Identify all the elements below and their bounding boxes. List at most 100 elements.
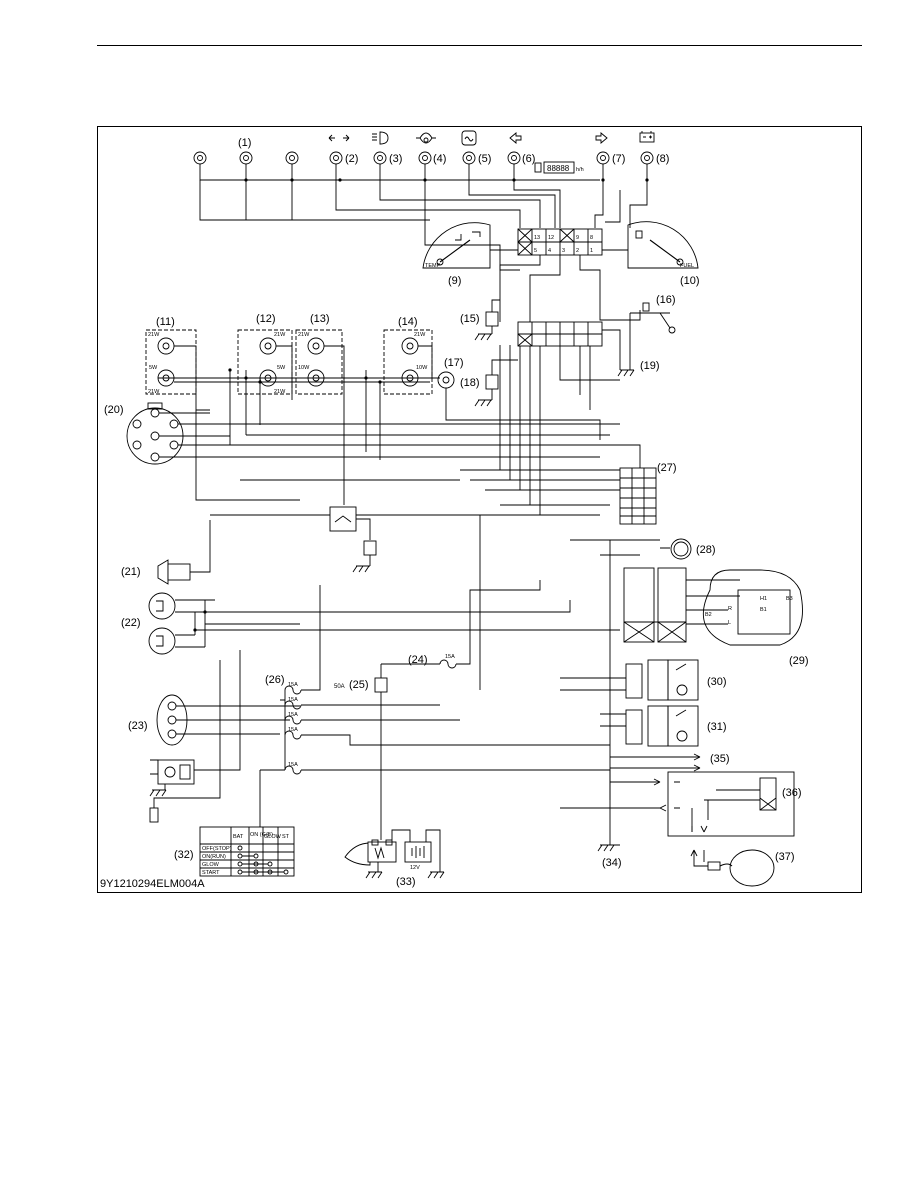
lamp12-mid-rating: 5W: [277, 365, 286, 371]
fuse-24: 15A: [439, 580, 541, 669]
main-fuse-25: 50A: [334, 663, 440, 840]
glow-plug-terminal: [149, 660, 221, 823]
lamp-1b: [239, 151, 253, 165]
license-lamp-17: [437, 371, 455, 389]
callout-24: (24): [408, 654, 428, 666]
callout-15: (15): [460, 313, 480, 325]
callout-3: (3): [389, 153, 402, 165]
fuel-sender-16: [617, 302, 676, 377]
svg-text:9: 9: [576, 235, 579, 241]
callout-1: (1): [238, 137, 251, 149]
glow-plug-icon: [461, 130, 477, 146]
turn-left-icon: [509, 132, 522, 144]
hour-meter-digits: 88888: [547, 164, 570, 173]
col-bat: BAT: [233, 834, 244, 840]
switch-31: [600, 705, 699, 747]
callout-13: (13): [310, 313, 330, 325]
relay-b3: B3: [786, 596, 793, 602]
hour-meter: 88888 h/h: [534, 161, 584, 174]
callout-32: (32): [174, 849, 194, 861]
callout-20: (20): [104, 404, 124, 416]
rear-lamp-wires: [158, 345, 601, 505]
callout-27: (27): [657, 462, 677, 474]
fuse-block-26: 15A 15A 15A 15A 15A: [259, 585, 611, 830]
sensor-15: [474, 299, 500, 341]
sensor-18: [474, 359, 518, 407]
page-header-rule: [97, 45, 862, 46]
relay-l: L: [728, 620, 731, 626]
row-off: OFF(STOP): [202, 846, 232, 852]
ground-bus-34: [560, 540, 701, 852]
callout-17: (17): [444, 357, 464, 369]
callout-21: (21): [121, 566, 141, 578]
callout-4: (4): [433, 153, 446, 165]
col-on: ON (G/B): [250, 832, 273, 838]
rear-lamp-14: 21W 10W: [383, 329, 433, 395]
callout-33: (33): [396, 876, 416, 888]
callout-30: (30): [707, 676, 727, 688]
harness-connector: [517, 321, 603, 347]
callout-9: (9): [448, 275, 461, 287]
fuse26-2: 15A: [288, 697, 298, 703]
col-st: ST: [282, 834, 290, 840]
lamp-1a: [193, 151, 207, 165]
callout-35: (35): [710, 753, 730, 765]
callout-2: (2): [345, 153, 358, 165]
rear-lamp-13: 21W 10W: [295, 329, 343, 395]
fuse26-4: 15A: [288, 727, 298, 733]
fuse26-5: 15A: [288, 762, 298, 768]
callout-10: (10): [680, 275, 700, 287]
row-glow: GLOW: [202, 862, 220, 868]
work-lamp-36-box: [667, 771, 795, 837]
fuel-gauge: FUEL: [627, 221, 699, 269]
relay-r: R: [728, 606, 732, 612]
fuse26-3: 15A: [288, 712, 298, 718]
oil-pressure-icon: [416, 132, 436, 144]
temp-gauge: TEMP: [422, 222, 491, 269]
key-switch-table-32: BAT ON (G/B) GLOW ST OFF(STOP) ON(RUN) G…: [199, 826, 295, 877]
svg-text:1: 1: [590, 248, 593, 254]
fuse26-1: 15A: [288, 682, 298, 688]
connector-27: [619, 467, 657, 525]
relay-b2: B2: [705, 612, 712, 618]
battery-voltage: 12V: [410, 865, 420, 871]
callout-34: (34): [602, 857, 622, 869]
fuel-gauge-label: FUEL: [680, 263, 694, 269]
figure-code: 9Y1210294ELM004A: [100, 878, 205, 890]
lamp11-bottom-rating: 21W: [148, 389, 160, 395]
battery-charge-icon: [639, 131, 655, 143]
alternator: [149, 650, 241, 797]
lamp14-mid-rating: 10W: [416, 365, 428, 371]
instrument-panel-connector: 13 12 9 8 5 4 3 2 1: [517, 228, 603, 256]
svg-text:5: 5: [534, 248, 537, 254]
callout-36: (36): [782, 787, 802, 799]
main-harness: [210, 345, 641, 690]
hour-meter-unit: h/h: [576, 167, 584, 173]
lamp-3: [373, 151, 387, 165]
callout-18: (18): [460, 377, 480, 389]
fuse24-rating: 15A: [445, 654, 455, 660]
turn-right-icon: [595, 132, 608, 144]
lamp-8: [640, 151, 654, 165]
headlight-22-upper: [148, 592, 215, 620]
indicator-lamps: [193, 151, 654, 165]
flasher-relay: [329, 506, 377, 573]
headlight-22-lower: [148, 627, 205, 655]
lamp-2: [329, 151, 343, 165]
lamp-wires: [199, 164, 649, 271]
lamp12-top-rating: 21W: [274, 332, 286, 338]
lamp13-mid-rating: 10W: [298, 365, 310, 371]
work-lamp-37: [690, 849, 775, 887]
relay-b1: B1: [760, 607, 767, 613]
callout-16: (16): [656, 294, 676, 306]
horn-21: [157, 520, 211, 585]
lamp-4: [418, 151, 432, 165]
main-fuse-rating: 50A: [334, 684, 345, 690]
lamp-5: [462, 151, 476, 165]
relay-h1: H1: [760, 596, 767, 602]
diagram-frame: [97, 126, 862, 893]
headlight-icon: [372, 131, 389, 145]
svg-text:2: 2: [576, 248, 579, 254]
lamp13-top-rating: 21W: [298, 332, 310, 338]
svg-text:13: 13: [534, 235, 540, 241]
